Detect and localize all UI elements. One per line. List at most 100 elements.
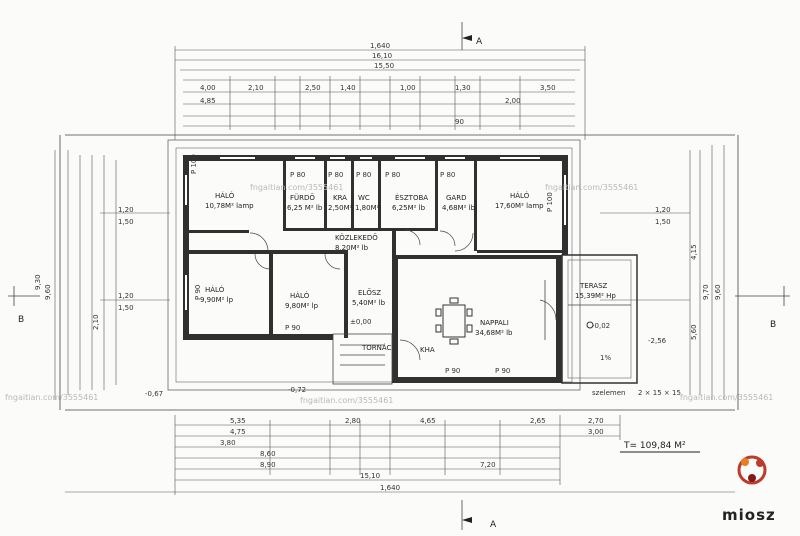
bottom-dim-1: 4,75 [230, 428, 246, 436]
right-dim-4: 1,50 [655, 218, 671, 226]
room-furdo-area: 6,25 M² lb [287, 204, 323, 212]
room-kozlekedo-area: 8,20M² lb [335, 244, 369, 252]
section-mark-b-right: B [770, 320, 776, 330]
door-swings [249, 229, 557, 361]
watermark-4: fngaitian.com/3555461 [300, 396, 393, 405]
right-dim-3: 5,60 [690, 324, 698, 340]
right-dimension-chains: 9,60 9,70 4,15 5,60 1,50 1,20 [600, 135, 739, 410]
total-area: T= 109,84 M² [620, 441, 700, 453]
room-nappali-name: NAPPALI [480, 319, 509, 327]
section-mark-b-left: B [18, 315, 24, 325]
top-dimension-chains: 1,640 16,10 15,50 4,85 4,00 2,10 2,50 1,… [65, 42, 735, 140]
room-nappali-area: 34,68M² lb [475, 329, 513, 337]
top-dim-2: 15,50 [374, 62, 394, 70]
bottom-dim-4: 8,90 [260, 461, 276, 469]
left-dim-3: 1,20 [118, 206, 134, 214]
top-dim-5: 2,10 [248, 84, 264, 92]
bottom-dim-12: 3,00 [588, 428, 604, 436]
watermark-1: fngaitian.com/3555461 [250, 183, 343, 192]
room-elosz-area: 5,40M² lb [352, 299, 386, 307]
room-halo-3-area: 9,80M² lp [285, 302, 319, 310]
left-dim-4: 1,50 [118, 218, 134, 226]
room-kra-name: KRA [333, 194, 347, 202]
level-marks: -0,72 -0,67 ±0,00 -0,02 -2,56 1% szeleme… [145, 318, 681, 398]
room-halo-2-name: HÁLÓ [205, 285, 225, 294]
door-tag-1: P 80 [290, 171, 305, 179]
level-4: -2,56 [648, 337, 667, 345]
bottom-dim-8: 2,80 [345, 417, 361, 425]
level-2: ±0,00 [350, 318, 371, 326]
bottom-dim-7: 1,640 [380, 484, 400, 492]
section-mark-a-bottom: A [490, 520, 497, 530]
door-tag-8: P 90 [194, 285, 202, 300]
room-terasz-name: TERASZ [579, 282, 608, 290]
door-tag-3: P 80 [356, 171, 371, 179]
room-elosz-name: ELŐSZ [358, 288, 381, 297]
door-tag-2: P 80 [328, 171, 343, 179]
level-5: 1% [600, 354, 611, 362]
door-tag-10: P 90 [445, 367, 460, 375]
bottom-dim-0: 5,35 [230, 417, 246, 425]
porch [332, 333, 393, 385]
room-halo-4-name: HÁLÓ [510, 191, 530, 200]
left-dim-4b: 1,50 [118, 304, 134, 312]
room-kha-name: KHA [420, 346, 435, 354]
door-tag-4: P 80 [385, 171, 400, 179]
bottom-dim-6: 15,10 [360, 472, 380, 480]
left-dim-2: 2,10 [92, 314, 100, 330]
left-dim-1: 9,60 [44, 284, 52, 300]
top-dim-4: 4,00 [200, 84, 216, 92]
section-mark-a-top: A [476, 37, 483, 47]
bottom-dim-11: 2,70 [588, 417, 604, 425]
watermark-3: fngaitian.com/3555461 [5, 393, 98, 402]
door-tag-7: P 100 [546, 192, 554, 212]
level-3: -0,02 [592, 322, 610, 330]
room-kra-area: 2,50M² [328, 204, 353, 212]
building-walls [167, 139, 581, 391]
right-dim-1: 9,70 [702, 284, 710, 300]
top-dim-total: 1,640 [370, 42, 390, 50]
room-wc-name: WC [358, 194, 370, 202]
top-dim-7: 1,40 [340, 84, 356, 92]
right-dim-5: 1,20 [655, 206, 671, 214]
top-dim-6: 2,50 [305, 84, 321, 92]
room-labels: HÁLÓ 10,78M² lamp HÁLÓ 9,90M² lp HÁLÓ 9,… [200, 191, 616, 354]
bottom-dim-2: 3,80 [220, 439, 236, 447]
level-1: -0,67 [145, 390, 163, 398]
bottom-dim-9: 4,65 [420, 417, 436, 425]
miosz-logo: miosz [722, 455, 775, 524]
top-dim-1: 16,10 [372, 52, 392, 60]
room-esztoba-area: 6,25M² lb [392, 204, 426, 212]
top-dim-9: 1,30 [455, 84, 471, 92]
door-tag-9: P 90 [285, 324, 300, 332]
room-kozlekedo-name: KÖZLEKEDŐ [335, 233, 378, 242]
bottom-dim-5: 7,20 [480, 461, 496, 469]
watermark-5: fngaitian.com/3555461 [680, 393, 773, 402]
left-dim-0: 9,30 [34, 274, 42, 290]
left-dimension-chains: 9,30 9,60 1,20 1,50 1,20 1,50 2,10 [34, 135, 170, 410]
room-halo-2-area: 9,90M² lp [200, 296, 234, 304]
terrace [544, 254, 638, 384]
left-dim-3b: 1,20 [118, 292, 134, 300]
room-halo-3-name: HÁLÓ [290, 291, 310, 300]
top-dim-3: 4,85 [200, 97, 216, 105]
room-halo-1-name: HÁLÓ [215, 191, 235, 200]
watermarks: fngaitian.com/3555461 fngaitian.com/3555… [5, 183, 773, 405]
right-dim-0: 9,60 [714, 284, 722, 300]
windows [185, 157, 566, 310]
room-tornac-name: TORNÁC [361, 343, 392, 352]
door-tag-11: P 90 [495, 367, 510, 375]
level-0: -0,72 [288, 386, 306, 394]
room-terasz-area: 15,39M² Hp [575, 292, 616, 300]
room-gard-name: GARD [446, 194, 466, 202]
logo-ring-icon [737, 455, 767, 485]
room-halo-1-area: 10,78M² lamp [205, 202, 254, 210]
dining-table [435, 297, 473, 345]
note-szelemen: szelemen [592, 389, 625, 397]
door-tags: P 80 P 80 P 80 P 80 P 80 P 100 P 100 P 9… [190, 154, 554, 375]
bottom-dim-3: 8,60 [260, 450, 276, 458]
note-slope: 2 × 15 × 15 [638, 389, 681, 397]
right-dim-2: 4,15 [690, 244, 698, 260]
